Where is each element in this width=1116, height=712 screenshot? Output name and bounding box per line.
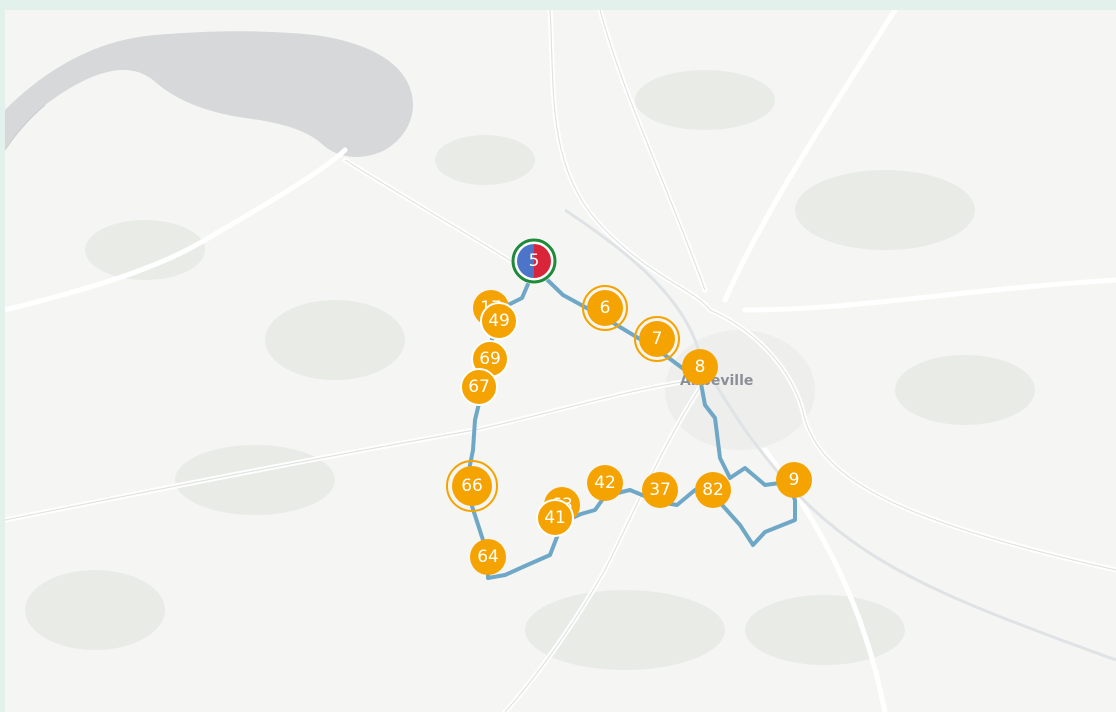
cluster-count: 42 (594, 473, 616, 493)
start-end-marker[interactable]: 5 (511, 238, 557, 284)
cluster-count: 37 (649, 480, 671, 500)
cluster-marker[interactable]: 82 (695, 472, 731, 508)
cluster-layer: 17 49 6 7 8 69 (446, 285, 812, 575)
road-outlines (5, 10, 1116, 712)
cluster-marker[interactable]: 9 (776, 462, 812, 498)
cluster-marker[interactable]: 7 (634, 316, 680, 362)
cluster-marker[interactable]: 67 (460, 368, 498, 406)
end-half (534, 244, 551, 278)
cluster-count: 69 (479, 349, 501, 369)
cluster-count: 41 (544, 508, 566, 528)
cluster-count: 6 (600, 298, 611, 318)
cluster-marker[interactable]: 42 (587, 465, 623, 501)
cluster-marker[interactable]: 64 (470, 539, 506, 575)
cluster-marker[interactable]: 8 (682, 349, 718, 385)
map-canvas[interactable]: Abbeville 17 49 6 7 (5, 10, 1116, 712)
map-view[interactable]: Abbeville 17 49 6 7 (5, 10, 1116, 712)
start-marker-count: 5 (529, 251, 540, 271)
route-line (465, 266, 797, 580)
cluster-count: 7 (652, 329, 663, 349)
coast-edge (5, 104, 46, 151)
estuary-water (5, 31, 413, 157)
cluster-count: 82 (702, 480, 724, 500)
cluster-count: 66 (461, 476, 483, 496)
river (564, 208, 1116, 662)
start-half (517, 244, 534, 278)
cluster-marker[interactable]: 41 (536, 499, 574, 537)
cluster-count: 49 (488, 311, 510, 331)
cluster-marker[interactable]: 66 (446, 460, 498, 512)
cluster-count: 9 (789, 470, 800, 490)
cluster-marker[interactable]: 37 (642, 472, 678, 508)
cluster-marker[interactable]: 49 (480, 302, 518, 340)
cluster-marker[interactable]: 69 (471, 340, 509, 378)
cluster-count: 67 (468, 377, 490, 397)
cluster-count: 8 (695, 357, 706, 377)
cluster-marker[interactable]: 6 (582, 285, 628, 331)
cluster-count: 64 (477, 547, 499, 567)
vegetation-layer (25, 70, 1035, 670)
